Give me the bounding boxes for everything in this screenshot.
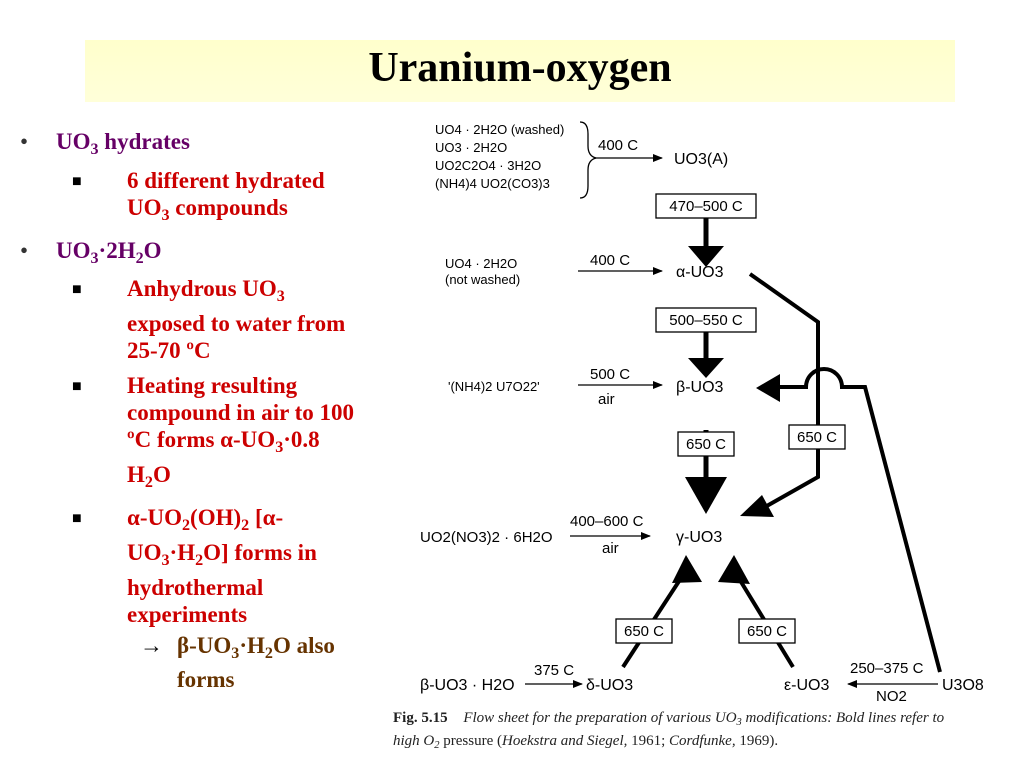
square-bullet-icon: ■ (72, 281, 82, 299)
cond-air-2: air (602, 540, 619, 557)
precursor-2: UO3 · 2H2O (435, 140, 507, 155)
box-650-right: 650 C (797, 429, 837, 446)
node-beta-uo3-h2o: β-UO3 · H2O (420, 677, 515, 694)
bullet-uo3-2h2o: • UO3·2H2O (20, 237, 162, 267)
node-u3o8: U3O8 (942, 677, 984, 694)
title-band: Uranium-oxygen (85, 40, 955, 102)
bullet-list: • UO3 hydrates ■ 6 different hydrated UO… (20, 128, 415, 693)
cond-400-uo4: 400 C (590, 252, 630, 269)
box-650-epsilon: 650 C (747, 623, 787, 640)
node-uo3a: UO3(A) (674, 151, 728, 168)
node-beta-uo3: β-UO3 (676, 379, 724, 396)
node-gamma-uo3: γ-UO3 (676, 529, 722, 546)
node-epsilon-uo3: ε-UO3 (784, 677, 829, 694)
square-bullet-icon: ■ (72, 509, 82, 527)
precursor-not-washed-note: (not washed) (445, 272, 520, 287)
node-delta-uo3: δ-UO3 (586, 677, 633, 694)
precursor-nitrate: UO2(NO3)2 · 6H2O (420, 529, 553, 546)
bullet-uo3-hydrates: • UO3 hydrates (20, 129, 190, 158)
cond-250-375: 250–375 C (850, 660, 924, 677)
flow-diagram: 470–500 C 500–550 C 650 C 650 C 650 C 65… (420, 121, 984, 702)
box-650-delta: 650 C (624, 623, 664, 640)
box-500-550: 500–550 C (669, 312, 743, 329)
cond-air-1: air (598, 391, 615, 408)
arrow-right-icon: → (140, 632, 163, 658)
subbullet-heating: ■ Heating resulting compound in air to 1… (72, 373, 355, 491)
subbullet-anhydrous: ■ Anhydrous UO3 exposed to water from 25… (72, 276, 346, 364)
group-brace (579, 121, 597, 199)
precursor-1: UO4 · 2H2O (washed) (435, 122, 564, 137)
box-650-beta: 650 C (686, 436, 726, 453)
cond-500: 500 C (590, 366, 630, 383)
cond-375: 375 C (534, 662, 574, 679)
precursor-uo4-not-washed: UO4 · 2H2O (445, 256, 517, 271)
bullet-dot-icon: • (20, 237, 29, 263)
node-alpha-uo3: α-UO3 (676, 264, 724, 281)
cond-400-group: 400 C (598, 137, 638, 154)
cond-no2: NO2 (876, 688, 907, 702)
precursor-nh4: '(NH4)2 U7O22' (448, 379, 540, 394)
bullet-dot-icon: • (20, 129, 29, 154)
box-470-500: 470–500 C (669, 198, 743, 215)
square-bullet-icon: ■ (72, 172, 82, 190)
precursor-3: UO2C2O4 · 3H2O (435, 158, 541, 173)
precursor-4: (NH4)4 UO2(CO3)3 (435, 176, 550, 191)
cond-400-600: 400–600 C (570, 513, 644, 530)
subbullet-hydrated-compounds: ■ 6 different hydrated UO3 compounds (72, 167, 325, 224)
subbullet-hydrothermal: ■ α-UO2(OH)2 [α- UO3·H2O] forms in hydro… (72, 504, 317, 627)
slide-title: Uranium-oxygen (368, 45, 672, 91)
figure-caption: Fig. 5.15 Flow sheet for the preparation… (393, 710, 945, 752)
subsubbullet-beta-hydrate: → β-UO3·H2O also forms (140, 632, 335, 693)
square-bullet-icon: ■ (72, 378, 82, 396)
